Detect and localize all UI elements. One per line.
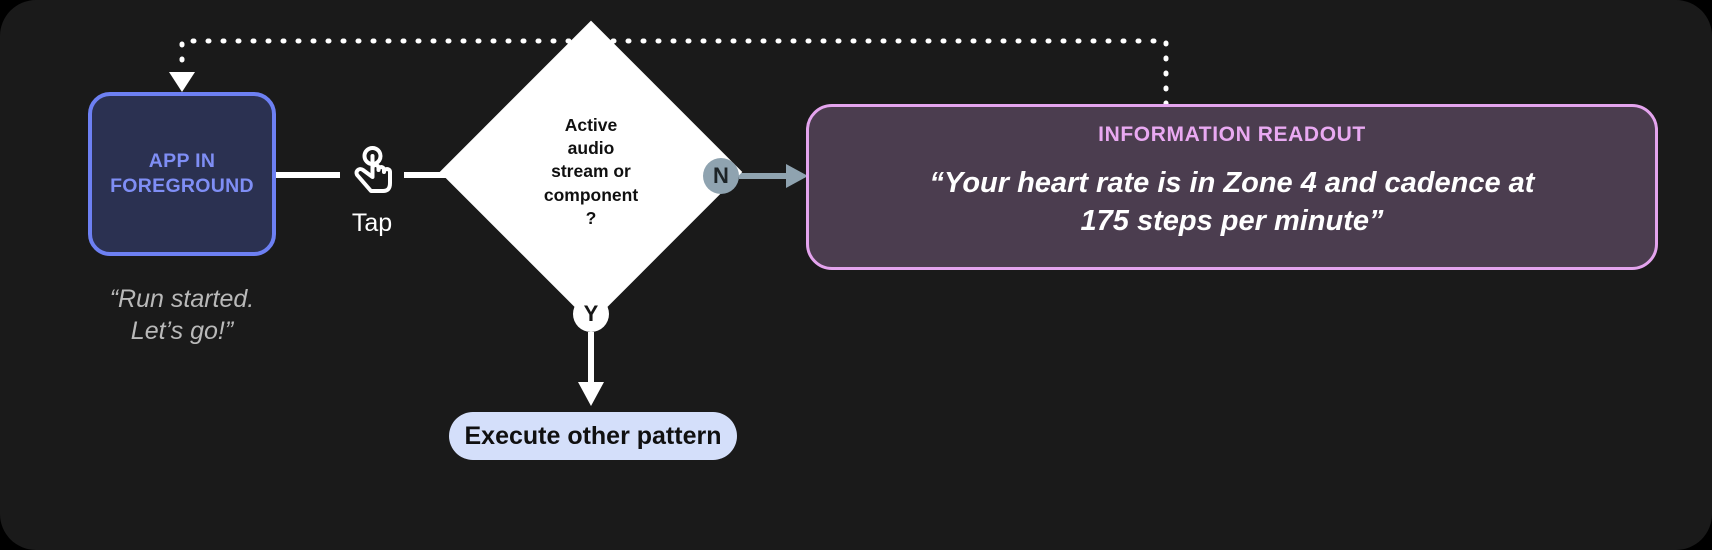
tap-hand-icon (354, 146, 392, 193)
readout-body: “Your heart rate is in Zone 4 and cadenc… (929, 167, 1535, 237)
arrowhead-to-pill (578, 382, 604, 406)
branch-badge-no: N (703, 158, 739, 194)
node-app-in-foreground[interactable]: APP IN FOREGROUND (88, 92, 276, 256)
branch-badge-yes: Y (573, 296, 609, 332)
arrowhead-to-readout (786, 164, 808, 188)
arrowhead-feedback-to-app (169, 72, 195, 92)
node-information-readout[interactable]: INFORMATION READOUT “Your heart rate is … (806, 104, 1658, 270)
app-voice-caption: “Run started.Let’s go!” (109, 285, 255, 345)
gesture-tap-group: Tap (340, 146, 404, 238)
readout-title: INFORMATION READOUT (1098, 123, 1366, 146)
node-execute-other-pattern[interactable]: Execute other pattern (449, 412, 737, 460)
gesture-tap-label: Tap (351, 209, 393, 237)
execute-other-pattern-label: Execute other pattern (464, 421, 722, 450)
node-app-in-foreground-label: APP IN FOREGROUND (110, 150, 254, 197)
feedback-loop-dotted (179, 38, 1169, 107)
